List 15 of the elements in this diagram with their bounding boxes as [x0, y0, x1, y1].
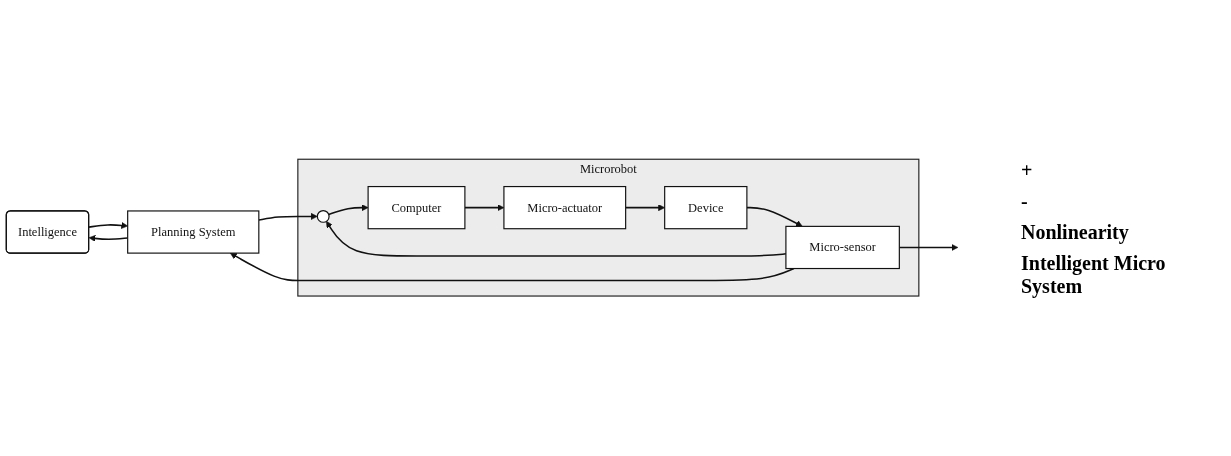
text-label: Nonlinearity	[1021, 220, 1130, 244]
text-label: +	[1021, 158, 1034, 182]
node-box: Micro-sensor	[785, 226, 900, 270]
node-box: Planning System	[127, 210, 260, 255]
arrow	[88, 222, 128, 230]
node-box: Micro-actuator	[503, 186, 627, 230]
node-box: Computer	[367, 186, 466, 230]
arrow	[746, 207, 803, 228]
arrow	[327, 204, 369, 216]
node-circle	[316, 210, 330, 224]
arrow	[230, 253, 795, 282]
text-label: Intelligent Micro System	[1021, 251, 1167, 298]
text-label: -	[1021, 189, 1029, 213]
arrow	[258, 213, 318, 222]
node-box: Device	[664, 186, 748, 230]
